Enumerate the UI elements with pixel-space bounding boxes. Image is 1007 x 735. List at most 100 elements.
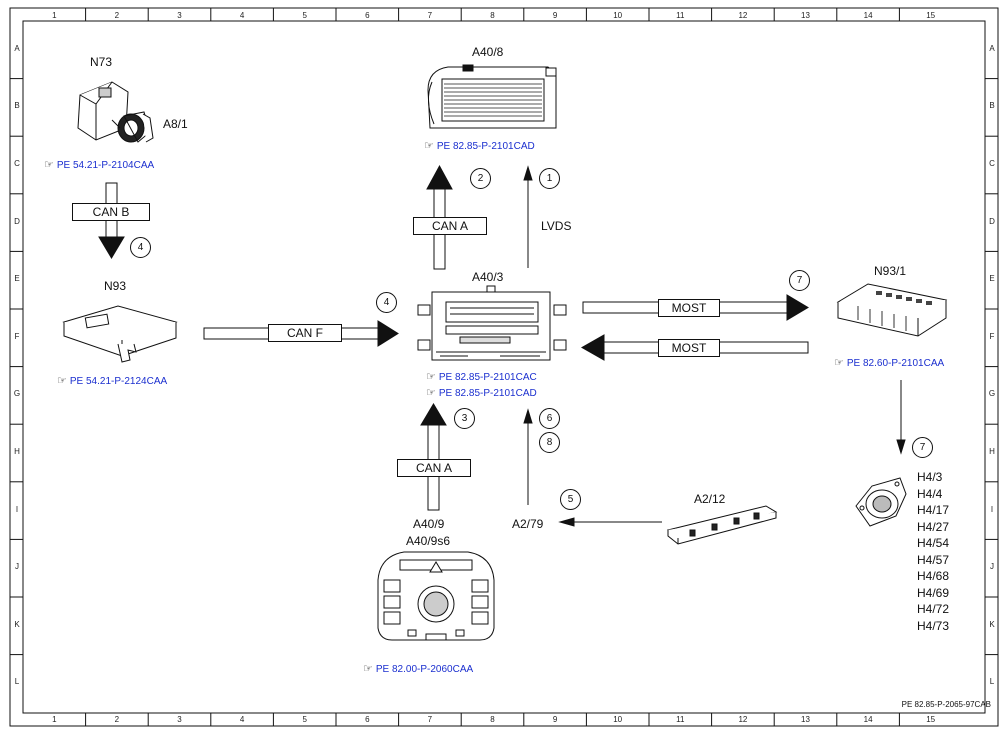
speaker-label: H4/68 <box>917 569 950 583</box>
step-7-marker-speakers: 7 <box>912 437 933 458</box>
a2-12-to-a2-79-arrowhead <box>558 517 575 527</box>
step-7-marker-most: 7 <box>789 270 810 291</box>
bus-label-most-left: MOST <box>658 339 720 357</box>
grid-row-B-right: B <box>989 101 995 111</box>
step-1-marker: 1 <box>539 168 560 189</box>
grid-column-3-top: 3 <box>177 11 182 20</box>
can-a-top-arrowhead <box>426 164 453 190</box>
grid-column-12-top: 12 <box>738 11 748 20</box>
ref-a40-8-text: PE 82.85-P-2101CAD <box>436 141 535 152</box>
document-id: PE 82.85-P-2065-97CAB <box>901 700 991 709</box>
bus-label-lvds: LVDS <box>541 219 572 233</box>
pointing-hand-icon: ☞ <box>834 357 844 369</box>
grid-column-2-top: 2 <box>114 11 120 20</box>
pointing-hand-icon: ☞ <box>363 663 373 675</box>
grid-column-3-bottom: 3 <box>177 715 182 724</box>
speaker-label: H4/17 <box>917 503 950 517</box>
grid-column-15-bottom: 15 <box>926 715 936 724</box>
grid-row-E-right: E <box>989 274 995 284</box>
bus-label-can-b: CAN B <box>72 203 150 221</box>
bus-label-most-right: MOST <box>658 299 720 317</box>
ref-a40-9[interactable]: ☞PE 82.00-P-2060CAA <box>363 662 473 675</box>
grid-column-8-top: 8 <box>490 11 495 20</box>
step-8-marker: 8 <box>539 432 560 453</box>
pointing-hand-icon: ☞ <box>426 387 436 399</box>
grid-column-14-top: 14 <box>863 11 873 20</box>
ref-a40-3-b[interactable]: ☞PE 82.85-P-2101CAD <box>426 386 537 399</box>
a40-8-display-illustration <box>427 64 557 129</box>
ref-n93-text: PE 54.21-P-2124CAA <box>69 376 168 387</box>
grid-ticks <box>10 8 998 726</box>
grid-row-G-right: G <box>988 389 996 399</box>
ref-n93[interactable]: ☞PE 54.21-P-2124CAA <box>57 374 167 387</box>
speaker-label: H4/54 <box>917 536 950 550</box>
lvds-arrowhead <box>523 165 533 181</box>
can-b-arrowhead <box>98 236 125 259</box>
bus-label-can-a-bottom: CAN A <box>397 459 471 477</box>
grid-row-C-right: C <box>989 159 995 168</box>
label-a8-1: A8/1 <box>163 117 188 131</box>
step-6-marker: 6 <box>539 408 560 429</box>
grid-column-13-top: 13 <box>801 11 810 20</box>
speaker-label: H4/3 <box>917 470 943 484</box>
step-5-marker: 5 <box>560 489 581 510</box>
grid-column-1-bottom: 1 <box>52 715 57 724</box>
grid-column-4-bottom: 4 <box>239 715 245 724</box>
grid-column-4-top: 4 <box>239 11 245 20</box>
a2-79-up-arrowhead <box>523 408 533 424</box>
ref-n73-text: PE 54.21-P-2104CAA <box>56 160 155 171</box>
grid-column-15-top: 15 <box>926 11 936 20</box>
grid-row-K-right: K <box>989 619 995 629</box>
grid-row-A-left: A <box>14 43 20 53</box>
ref-a40-3-b-text: PE 82.85-P-2101CAD <box>438 388 537 399</box>
grid-column-9-bottom: 9 <box>552 715 558 724</box>
speaker-label: H4/69 <box>917 585 950 600</box>
pointing-hand-icon: ☞ <box>426 371 436 383</box>
speaker-label: H4/73 <box>917 618 950 633</box>
grid-column-11-top: 11 <box>676 11 685 20</box>
grid-column-7-bottom: 7 <box>427 715 433 724</box>
label-n93: N93 <box>104 279 127 293</box>
grid-column-7-top: 7 <box>427 11 433 20</box>
grid-row-K-left: K <box>14 619 20 629</box>
grid-row-L-right: L <box>989 677 995 687</box>
grid-column-10-bottom: 10 <box>613 715 623 724</box>
ref-a40-8[interactable]: ☞PE 82.85-P-2101CAD <box>424 139 535 152</box>
a2-12-bar-illustration <box>666 505 778 545</box>
grid-column-8-bottom: 8 <box>490 715 495 724</box>
ref-a40-9-text: PE 82.00-P-2060CAA <box>375 664 474 675</box>
label-n93-1: N93/1 <box>874 264 907 278</box>
speaker-label: H4/27 <box>917 519 950 534</box>
label-n73: N73 <box>90 55 113 69</box>
pointing-hand-icon: ☞ <box>44 159 54 171</box>
pointing-hand-icon: ☞ <box>57 375 67 387</box>
speaker-label: H4/57 <box>917 552 950 567</box>
grid-row-I-right: I <box>990 504 994 514</box>
ref-a40-3-a[interactable]: ☞PE 82.85-P-2101CAC <box>426 370 537 383</box>
grid-column-2-bottom: 2 <box>114 715 120 724</box>
grid-column-6-bottom: 6 <box>365 715 370 724</box>
grid-column-5-top: 5 <box>302 11 307 20</box>
grid-row-I-left: I <box>15 504 19 514</box>
grid-row-F-left: F <box>14 331 20 341</box>
speaker-label: H4/72 <box>917 602 950 616</box>
grid-column-1-top: 1 <box>52 11 57 20</box>
ref-n73[interactable]: ☞PE 54.21-P-2104CAA <box>44 158 154 171</box>
a40-9-control-panel-illustration <box>377 551 495 641</box>
grid-row-G-left: G <box>13 389 21 399</box>
grid-row-D-right: D <box>989 216 995 226</box>
speaker-illustration <box>855 477 907 527</box>
grid-row-E-left: E <box>14 274 20 284</box>
bus-label-can-f: CAN F <box>268 324 342 342</box>
label-a40-9: A40/9 <box>413 517 445 531</box>
label-a2-12: A2/12 <box>694 492 726 506</box>
grid-column-11-bottom: 11 <box>676 715 685 724</box>
step-3-marker: 3 <box>454 408 475 429</box>
grid-row-J-left: J <box>15 562 19 572</box>
ref-n93-1[interactable]: ☞PE 82.60-P-2101CAA <box>834 356 944 369</box>
label-a2-79: A2/79 <box>512 517 544 531</box>
label-a40-9s6: A40/9s6 <box>406 534 451 548</box>
n73-ignition-switch-illustration <box>77 81 154 143</box>
